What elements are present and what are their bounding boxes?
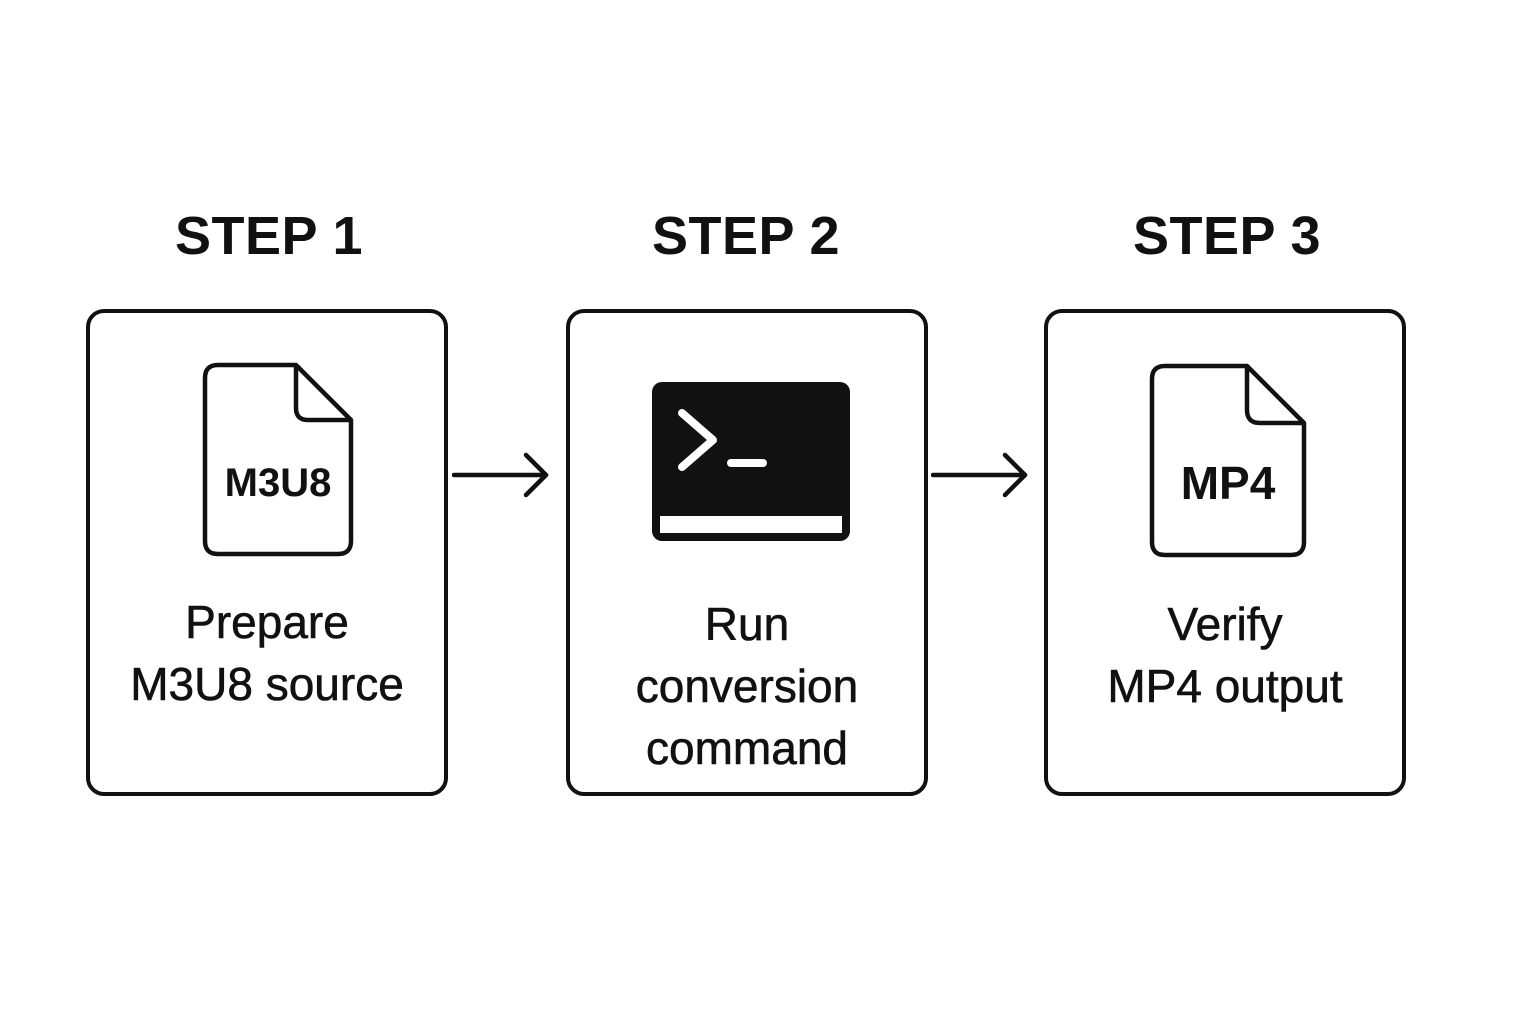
caption-line: Run	[704, 598, 790, 651]
terminal-icon	[652, 382, 850, 541]
caption-line: Verify	[1167, 598, 1283, 651]
caption-line: Prepare	[185, 596, 349, 649]
arrow-right-icon	[931, 452, 1028, 498]
step-3-caption: Verify MP4 output	[1048, 593, 1402, 717]
step-1-caption: Prepare M3U8 source	[90, 591, 444, 715]
caption-line: MP4 output	[1107, 660, 1343, 713]
caption-line: M3U8 source	[130, 658, 404, 711]
file-icon	[202, 362, 354, 557]
step-3-heading: STEP 3	[1132, 206, 1322, 266]
arrow-right-icon	[452, 452, 549, 498]
step-1-heading: STEP 1	[174, 206, 364, 266]
caption-line: command	[646, 722, 849, 775]
step-2-caption: Run conversion command	[570, 593, 924, 779]
file-type-label: M3U8	[224, 461, 332, 505]
step-3-card: MP4 Verify MP4 output	[1044, 309, 1406, 796]
file-type-label: MP4	[1180, 457, 1276, 509]
step-2-card: Run conversion command	[566, 309, 928, 796]
step-1-card: M3U8 Prepare M3U8 source	[86, 309, 448, 796]
caption-line: conversion	[635, 660, 859, 713]
file-icon	[1149, 363, 1307, 558]
step-2-heading: STEP 2	[651, 206, 841, 266]
